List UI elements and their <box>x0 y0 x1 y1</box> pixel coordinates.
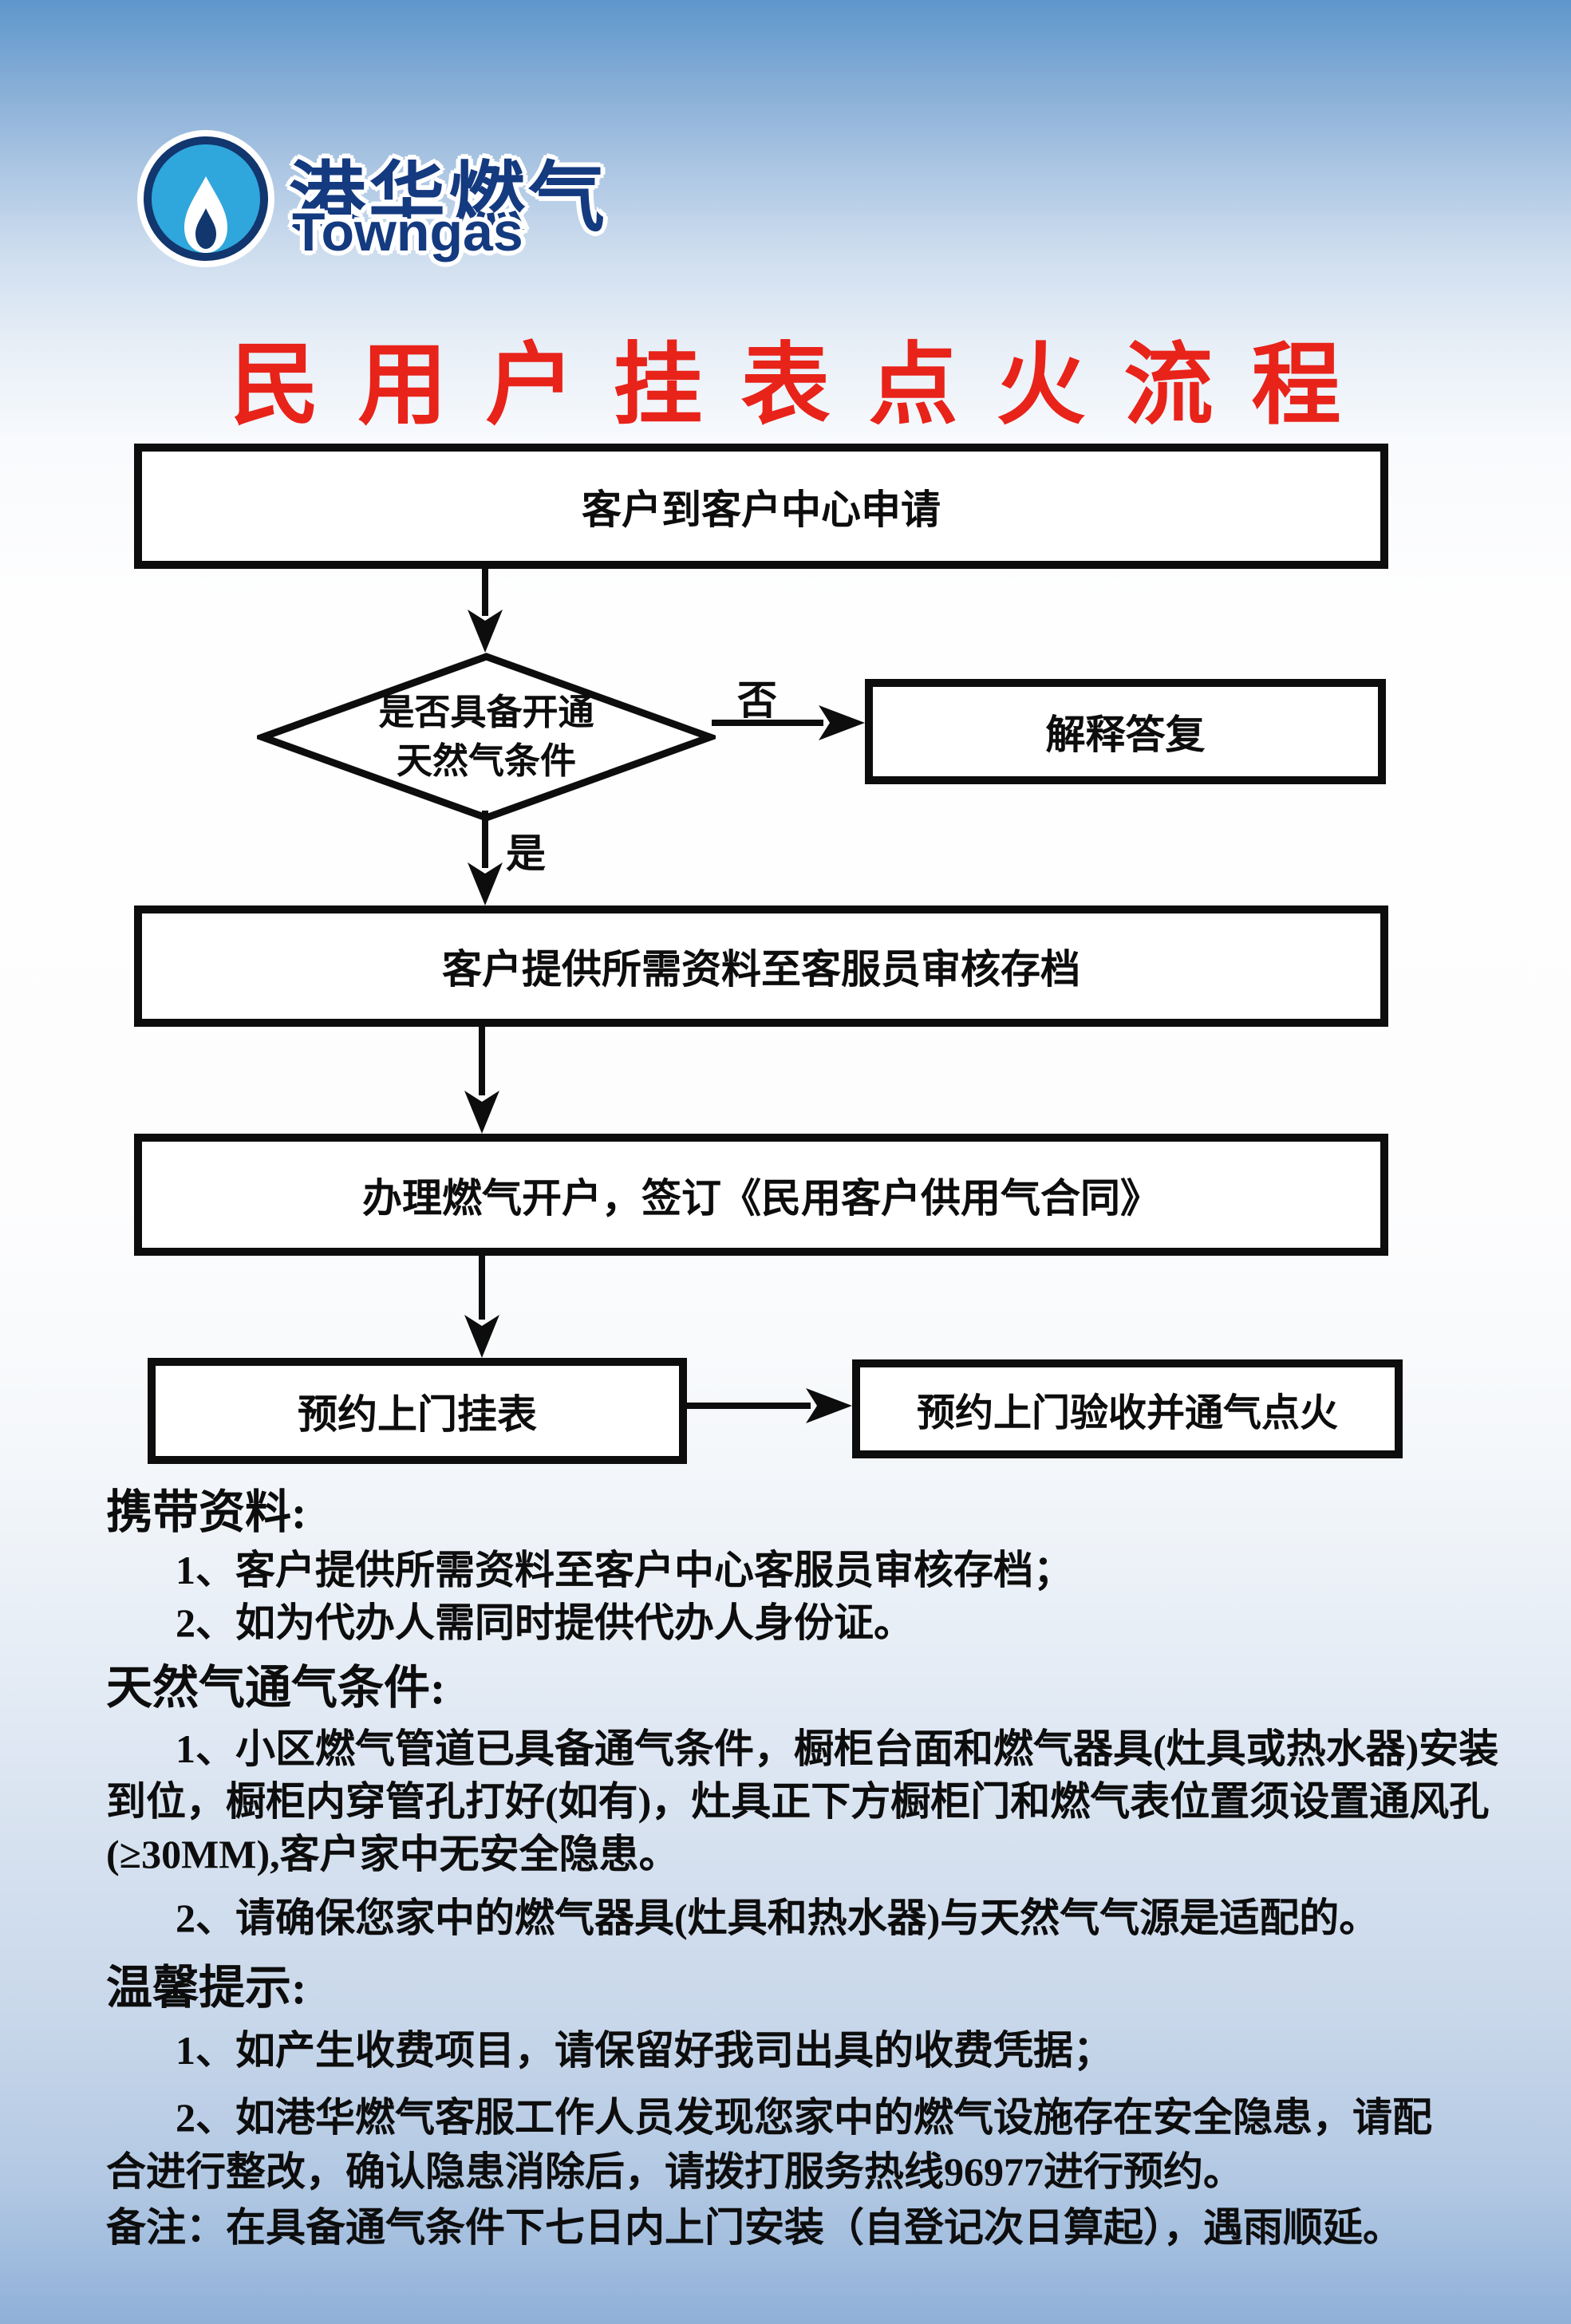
flow-decision-label: 是否具备开通 天然气条件 <box>257 653 716 822</box>
flow-box-materials-label: 客户提供所需资料至客服员审核存档 <box>442 947 1080 992</box>
flow-box-explain-label: 解释答复 <box>1045 712 1206 757</box>
tips-note: 备注：在具备通气条件下七日内上门安装（自登记次日算起），遇雨顺延。 <box>106 2205 1403 2250</box>
flow-box-ignite: 预约上门验收并通气点火 <box>852 1359 1403 1458</box>
decision-line2: 天然气条件 <box>396 741 576 781</box>
flow-box-ignite-label: 预约上门验收并通气点火 <box>916 1392 1338 1434</box>
arrow-right-meter-to-ignite <box>687 1388 852 1423</box>
carry-heading: 携带资料: <box>106 1486 307 1538</box>
flow-label-yes: 是 <box>506 831 546 876</box>
flow-box-apply: 客户到客户中心申请 <box>134 444 1388 569</box>
conditions-item-1-line-2: 到位，橱柜内穿管孔打好(如有)，灶具正下方橱柜门和燃气表位置须设置通风孔 <box>106 1779 1490 1824</box>
carry-item-1: 1、客户提供所需资料至客户中心客服员审核存档； <box>176 1548 1073 1592</box>
conditions-item-1-line-1: 1、小区燃气管道已具备通气条件，橱柜台面和燃气器具(灶具或热水器)安装 <box>176 1726 1499 1771</box>
conditions-item-1-line-3: (≥30MM),客户家中无安全隐患。 <box>106 1832 679 1876</box>
flow-box-meter-label: 预约上门挂表 <box>298 1391 537 1437</box>
carry-item-2: 2、如为代办人需同时提供代办人身份证。 <box>176 1600 914 1645</box>
towngas-flame-icon <box>137 130 274 267</box>
tips-heading: 温馨提示: <box>106 1962 307 2014</box>
flow-box-materials: 客户提供所需资料至客服员审核存档 <box>134 906 1388 1027</box>
tips-item-1: 1、如产生收费项目，请保留好我司出具的收费凭据； <box>176 2028 1113 2073</box>
flow-box-contract: 办理燃气开户，签订《民用客户供用气合同》 <box>134 1134 1388 1256</box>
arrow-right-decision-to-explain <box>712 705 865 740</box>
flame-badge-svg <box>137 130 274 267</box>
logo-name-cn: 港华燃气 <box>289 156 608 241</box>
decision-line1: 是否具备开通 <box>378 692 594 733</box>
conditions-item-2: 2、请确保您家中的燃气器具(灶具和热水器)与天然气气源是适配的。 <box>176 1896 1380 1940</box>
page-title: 民用户挂表点火流程 <box>230 335 1380 435</box>
flow-label-no: 否 <box>737 678 777 723</box>
flow-decision-diamond: 是否具备开通 天然气条件 <box>257 653 716 822</box>
arrow-down-decision-to-materials <box>468 811 503 906</box>
arrow-down-materials-to-contract <box>464 1027 499 1134</box>
conditions-heading: 天然气通气条件: <box>106 1662 446 1714</box>
flow-box-explain: 解释答复 <box>865 679 1386 784</box>
arrow-down-apply-to-decision <box>468 568 503 653</box>
logo-name-en: Towngas <box>292 202 523 262</box>
flow-box-contract-label: 办理燃气开户，签订《民用客户供用气合同》 <box>362 1175 1160 1221</box>
arrow-down-contract-to-meter <box>464 1256 499 1358</box>
flow-box-apply-label: 客户到客户中心申请 <box>582 487 941 532</box>
tips-item-2-line-2: 合进行整改，确认隐患消除后，请拨打服务热线96977进行预约。 <box>106 2149 1243 2194</box>
flow-box-meter: 预约上门挂表 <box>148 1358 687 1464</box>
tips-item-2-line-1: 2、如港华燃气客服工作人员发现您家中的燃气设施存在安全隐患，请配 <box>176 2095 1432 2140</box>
